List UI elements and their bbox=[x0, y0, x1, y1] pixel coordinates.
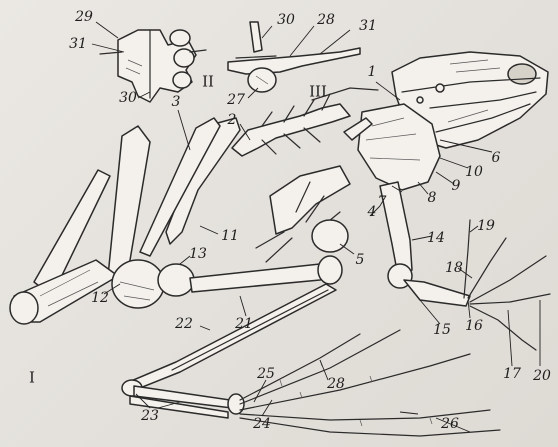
label-7: 7 bbox=[378, 195, 387, 209]
label-12: 12 bbox=[91, 291, 109, 305]
label-21: 21 bbox=[235, 317, 253, 331]
label-26: 26 bbox=[441, 417, 459, 431]
label-III-28: 28 bbox=[317, 13, 335, 27]
panel-label-III: III bbox=[309, 85, 327, 100]
label-19: 19 bbox=[477, 219, 495, 233]
label-23: 23 bbox=[141, 409, 159, 423]
label-29: 29 bbox=[75, 10, 93, 24]
label-III-31: 31 bbox=[359, 19, 377, 33]
label-5: 5 bbox=[356, 253, 365, 267]
label-II-30: 30 bbox=[119, 91, 137, 105]
label-6: 6 bbox=[492, 151, 501, 165]
frog-skeleton-main bbox=[10, 52, 550, 436]
label-17: 17 bbox=[503, 367, 521, 381]
label-14: 14 bbox=[427, 231, 445, 245]
label-main-28: 28 bbox=[327, 377, 345, 391]
label-II-31: 31 bbox=[69, 37, 87, 51]
vertebra-top-view-II bbox=[100, 30, 206, 102]
label-27: 27 bbox=[227, 93, 245, 107]
label-18: 18 bbox=[445, 261, 463, 275]
label-11: 11 bbox=[221, 229, 239, 243]
label-1: 1 bbox=[368, 65, 377, 79]
label-20: 20 bbox=[533, 369, 551, 383]
label-8: 8 bbox=[428, 191, 437, 205]
label-3: 3 bbox=[172, 95, 181, 109]
vertebra-side-view-III bbox=[228, 22, 360, 92]
label-13: 13 bbox=[189, 247, 207, 261]
label-15: 15 bbox=[433, 323, 451, 337]
label-16: 16 bbox=[465, 319, 483, 333]
panel-label-II: II bbox=[202, 75, 214, 90]
panel-label-I: I bbox=[29, 371, 35, 386]
label-4: 4 bbox=[368, 205, 377, 219]
label-22: 22 bbox=[175, 317, 193, 331]
label-9: 9 bbox=[452, 179, 461, 193]
label-2: 2 bbox=[228, 113, 237, 127]
label-24: 24 bbox=[253, 417, 271, 431]
label-III-30: 30 bbox=[277, 13, 295, 27]
label-10: 10 bbox=[465, 165, 483, 179]
label-25: 25 bbox=[257, 367, 275, 381]
